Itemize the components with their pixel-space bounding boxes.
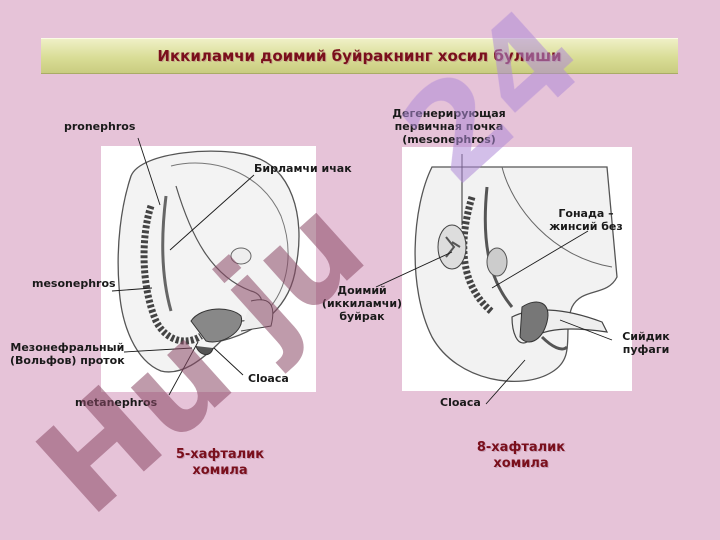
label-degenerating-line2: первичная почка (394, 120, 504, 133)
label-bladder-line2: пуфаги (622, 343, 670, 356)
label-permanent-kidney-line2: (иккиламчи) (321, 297, 403, 310)
caption-5-week-line1: 5-хафталик (175, 447, 265, 462)
caption-8-week-line1: 8-хафталик (476, 440, 566, 455)
label-cloaca-left: Cloaca (248, 372, 289, 385)
label-mesonephros: mesonephros (32, 277, 116, 290)
label-degenerating-line3: (mesonephros) (402, 133, 496, 146)
caption-8-week: 8-хафталик хомила (461, 440, 581, 472)
title-bar: Иккиламчи доимий буйракнинг хосил булиши (41, 38, 678, 74)
label-primary-gut: Бирламчи ичак (254, 162, 352, 175)
slide-title: Иккиламчи доимий буйракнинг хосил булиши (157, 47, 562, 65)
caption-5-week: 5-хафталик хомила (160, 447, 280, 479)
caption-5-week-line2: хомила (192, 463, 248, 478)
label-permanent-kidney: Доимий (иккиламчи) буйрак (314, 284, 410, 323)
label-permanent-kidney-line1: Доимий (337, 284, 387, 297)
label-bladder-line1: Сийдик (622, 330, 670, 343)
label-pronephros: pronephros (64, 120, 136, 133)
label-degenerating-line1: Дегенерирующая (392, 107, 506, 120)
label-wolffian-duct-line2: (Вольфов) проток (10, 354, 125, 367)
label-metanephros: metanephros (75, 396, 158, 409)
label-gonad: Гонада – жинсий без (544, 207, 628, 233)
embryo-5-week-drawing (117, 150, 300, 373)
label-wolffian-duct: Мезонефральный (Вольфов) проток (10, 341, 125, 367)
label-bladder: Сийдик пуфаги (616, 330, 676, 356)
label-wolffian-duct-line1: Мезонефральный (10, 341, 125, 354)
caption-8-week-line2: хомила (493, 456, 549, 471)
label-degenerating-mesonephros: Дегенерирующая первичная почка (mesoneph… (384, 107, 514, 146)
label-cloaca-right: Cloaca (440, 396, 481, 409)
label-gonad-line2: жинсий без (549, 220, 623, 233)
label-gonad-line1: Гонада – (558, 207, 614, 220)
label-permanent-kidney-line3: буйрак (339, 310, 385, 323)
